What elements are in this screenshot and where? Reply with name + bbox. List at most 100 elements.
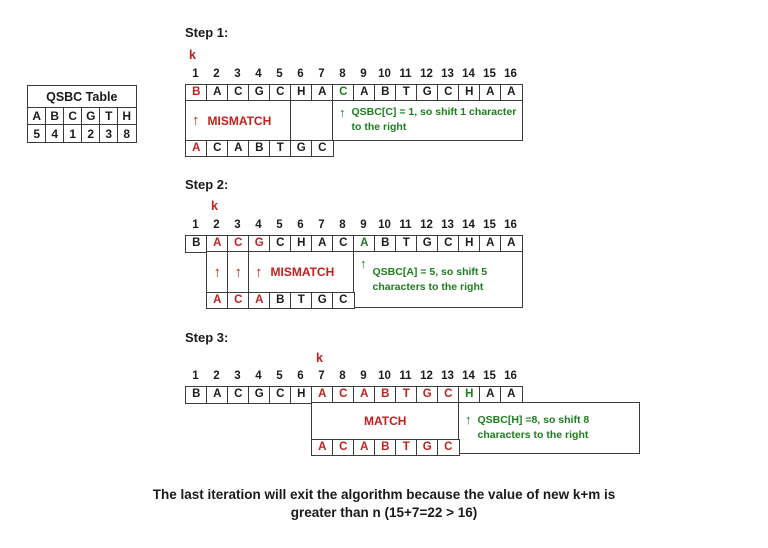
index-number: 16 xyxy=(504,370,517,382)
grid-cell: G xyxy=(416,386,439,404)
grid-cell: B xyxy=(374,235,397,253)
index-number: 10 xyxy=(378,219,391,231)
index-number: 4 xyxy=(255,219,262,231)
grid-cell: T xyxy=(395,438,418,456)
grid-cell: H xyxy=(290,84,313,102)
conclusion-line-1: The last iteration will exit the algorit… xyxy=(152,487,616,502)
grid-cell: H xyxy=(290,386,313,404)
index-number: 7 xyxy=(318,370,325,382)
grid-cell: A xyxy=(500,386,523,404)
grid-cell: C xyxy=(437,84,460,102)
index-number: 13 xyxy=(441,219,454,231)
grid-cell: G xyxy=(311,291,334,309)
index-number: 8 xyxy=(339,370,346,382)
index-number: 16 xyxy=(504,219,517,231)
step-1-shift-note-box: ↑ QSBC[C] = 1, so shift 1 character to t… xyxy=(332,100,523,141)
grid-cell: H xyxy=(458,84,481,102)
grid-cell: H xyxy=(290,235,313,253)
index-number: 11 xyxy=(399,68,412,80)
index-number: 12 xyxy=(420,68,433,80)
grid-cell: A xyxy=(27,106,47,126)
up-arrow-icon: ↑ xyxy=(192,112,200,129)
step-1-k-marker: k xyxy=(189,48,196,62)
index-number: 12 xyxy=(420,370,433,382)
step-2-k-marker: k xyxy=(211,199,218,213)
step-1-mismatch-box: ↑ MISMATCH xyxy=(185,100,292,141)
grid-cell: A xyxy=(206,235,229,253)
step-2-label: Step 2: xyxy=(185,177,229,192)
grid-cell: B xyxy=(248,139,271,157)
grid-cell: A xyxy=(227,139,250,157)
grid-cell: 3 xyxy=(99,124,119,143)
index-number: 3 xyxy=(234,219,241,231)
grid-cell: T xyxy=(395,235,418,253)
grid-cell: A xyxy=(185,139,208,157)
grid-cell: A xyxy=(353,235,376,253)
index-number: 7 xyxy=(318,68,325,80)
grid-cell: A xyxy=(206,84,229,102)
index-number: 6 xyxy=(297,219,304,231)
grid-cell: C xyxy=(332,438,355,456)
index-number: 1 xyxy=(192,219,199,231)
grid-cell: 4 xyxy=(45,124,65,143)
step-2-mismatch-label: MISMATCH xyxy=(270,265,335,279)
grid-cell: C xyxy=(269,235,292,253)
grid-cell: B xyxy=(374,438,397,456)
index-number: 9 xyxy=(360,370,367,382)
step-2-mismatch-box: ↑ MISMATCH xyxy=(248,251,355,293)
index-number: 9 xyxy=(360,68,367,80)
grid-cell: C xyxy=(332,291,355,309)
grid-cell: C xyxy=(437,438,460,456)
grid-cell: A xyxy=(206,386,229,404)
index-number: 7 xyxy=(318,219,325,231)
up-arrow-icon: ↑ xyxy=(213,263,222,281)
grid-cell: G xyxy=(290,139,313,157)
grid-cell: C xyxy=(227,84,250,102)
index-number: 8 xyxy=(339,68,346,80)
up-arrow-icon: ↑ xyxy=(360,256,367,271)
grid-cell: A xyxy=(206,291,229,309)
grid-cell: A xyxy=(353,84,376,102)
index-number: 2 xyxy=(213,68,220,80)
index-number: 13 xyxy=(441,68,454,80)
conclusion-line-2: greater than n (15+7=22 > 16) xyxy=(290,505,478,521)
grid-cell: T xyxy=(269,139,292,157)
grid-cell: C xyxy=(437,235,460,253)
grid-cell: A xyxy=(248,291,271,309)
grid-cell: C xyxy=(311,139,334,157)
grid-cell: A xyxy=(479,84,502,102)
qsbc-table-title: QSBC Table xyxy=(27,85,137,108)
grid-cell: H xyxy=(458,386,481,404)
up-arrow-icon: ↑ xyxy=(234,263,243,281)
index-number: 13 xyxy=(441,370,454,382)
index-number: 5 xyxy=(276,370,283,382)
index-number: 14 xyxy=(462,219,475,231)
index-number: 2 xyxy=(213,370,220,382)
step-1-empty-box xyxy=(290,100,334,141)
grid-cell: 1 xyxy=(63,124,83,143)
grid-cell: G xyxy=(416,235,439,253)
grid-cell: C xyxy=(269,386,292,404)
index-number: 4 xyxy=(255,370,262,382)
grid-cell: H xyxy=(458,235,481,253)
step-3-match-label: MATCH xyxy=(364,414,407,428)
index-number: 5 xyxy=(276,219,283,231)
up-arrow-icon: ↑ xyxy=(465,412,472,427)
grid-cell: B xyxy=(374,386,397,404)
grid-cell: C xyxy=(332,386,355,404)
grid-cell: C xyxy=(332,84,355,102)
index-number: 1 xyxy=(192,68,199,80)
index-number: 6 xyxy=(297,370,304,382)
step-1-shift-note: QSBC[C] = 1, so shift 1 character to the… xyxy=(351,106,517,134)
up-arrow-icon: ↑ xyxy=(339,105,346,120)
step-3-match-box: MATCH xyxy=(311,402,460,440)
grid-cell: A xyxy=(353,438,376,456)
index-number: 9 xyxy=(360,219,367,231)
index-number: 6 xyxy=(297,68,304,80)
